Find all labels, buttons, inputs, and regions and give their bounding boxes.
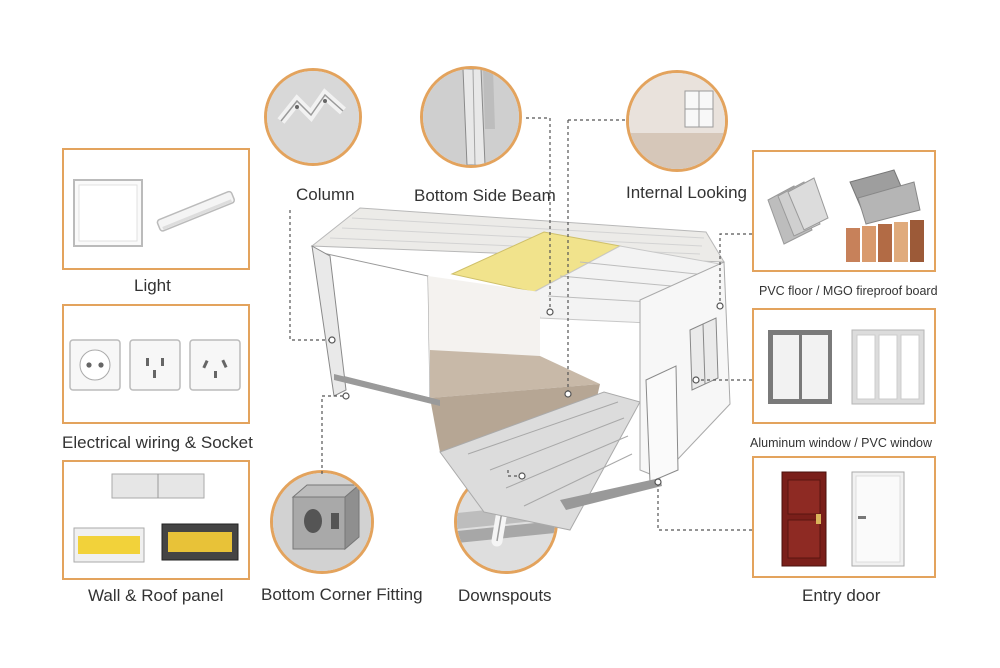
pvc-floor-label: PVC floor / MGO fireproof board — [759, 284, 938, 298]
window-label: Aluminum window / PVC window — [750, 436, 933, 450]
light-label: Light — [134, 276, 171, 295]
sandwich-panel-icon — [73, 473, 239, 563]
column-circle — [264, 68, 362, 166]
entry-door-label: Entry door — [802, 586, 881, 605]
bottom-corner-label: Bottom Corner Fitting — [261, 585, 423, 604]
light-box — [62, 148, 250, 270]
bottom-side-beam-circle — [420, 66, 522, 168]
bottom-corner-circle — [270, 470, 374, 574]
door-icon — [781, 471, 905, 567]
bottom-side-beam-label: Bottom Side Beam — [414, 186, 556, 205]
container-house-illustration — [310, 207, 731, 531]
pvc-floor-box — [752, 150, 936, 272]
light-panel-icon — [73, 179, 236, 247]
column-profile-icon — [267, 71, 359, 163]
window-icon — [768, 329, 925, 405]
internal-looking-circle — [626, 70, 728, 172]
downspouts-label: Downspouts — [458, 586, 552, 605]
beam-icon — [423, 69, 519, 165]
socket-icon — [69, 339, 241, 391]
window-box — [752, 308, 936, 424]
interior-room-icon — [629, 73, 725, 169]
internal-looking-label: Internal Looking — [626, 183, 747, 202]
entry-door-box — [752, 456, 936, 578]
wall-roof-box — [62, 460, 250, 580]
corner-fitting-icon — [273, 473, 371, 571]
electrical-label: Electrical wiring & Socket — [62, 433, 253, 452]
column-label: Column — [296, 185, 355, 204]
floor-board-icon — [767, 169, 924, 262]
wall-roof-label: Wall & Roof panel — [88, 586, 224, 605]
electrical-box — [62, 304, 250, 424]
